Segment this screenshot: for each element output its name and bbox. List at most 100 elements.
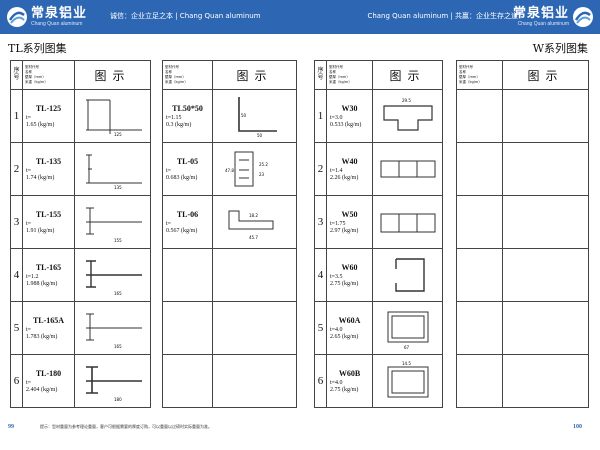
col-header-picture: 图示 — [502, 60, 589, 90]
profile-drawing: 180 — [74, 354, 151, 408]
row-number: 1 — [10, 89, 23, 143]
row-number: 1 — [314, 89, 327, 143]
svg-text:29.5: 29.5 — [402, 98, 411, 103]
table-header-row: 型材代号名称壁厚（mm）米重（kg/m） 图示 — [456, 60, 589, 90]
table-header-row: 型材代号名称壁厚（mm）米重（kg/m） 图示 — [162, 60, 297, 90]
svg-text:180: 180 — [114, 397, 122, 402]
col-header-no: 序号 — [10, 60, 23, 90]
brand-logo-icon — [573, 7, 593, 27]
col-header-info: 型材代号名称壁厚（mm）米重（kg/m） — [456, 60, 503, 90]
profile-code: TL-06 — [176, 209, 199, 219]
svg-text:23: 23 — [259, 172, 265, 177]
table-row-empty — [162, 248, 297, 302]
profile-drawing — [372, 195, 443, 249]
brand-name-cn: 常泉铝业 — [512, 5, 569, 21]
brand-name-en: Chang Quan aluminum — [31, 20, 83, 27]
profile-code: W60A — [338, 315, 361, 325]
row-number: 2 — [10, 142, 23, 196]
profile-drawing: 165 — [74, 301, 151, 355]
table-row-empty — [456, 248, 589, 302]
footer-note: 提示：型材重量为参考理论重量，客户可根据需要的厚度订购，可以重量以过磅时实际重量… — [40, 424, 212, 429]
svg-text:125: 125 — [114, 132, 122, 137]
svg-text:18.2: 18.2 — [249, 213, 258, 218]
page-number-left: 99 — [8, 424, 14, 430]
svg-text:14.5: 14.5 — [402, 361, 411, 366]
profile-code: W60B — [338, 368, 361, 378]
table-header-row: 序号 型材代号名称壁厚（mm）米重（kg/m） 图示 — [314, 60, 443, 90]
profile-code: TL-165A — [32, 315, 65, 325]
section-title-w: W系列图集 — [532, 42, 588, 55]
svg-text:45.7: 45.7 — [249, 235, 258, 240]
col-header-no: 序号 — [314, 60, 327, 90]
table-header-row: 序号 型材代号名称壁厚（mm）米重（kg/m） 图示 — [10, 60, 151, 90]
row-number: 3 — [10, 195, 23, 249]
svg-text:67: 67 — [404, 345, 410, 350]
row-number: 4 — [10, 248, 23, 302]
row-number: 2 — [314, 142, 327, 196]
table-row-empty — [162, 354, 297, 408]
slogan-left: 诚信：企业立足之本 | Chang Quan aluminum — [110, 12, 261, 20]
brand-name-en: Chang Quan aluminum — [517, 20, 569, 27]
profile-drawing: 14.5 — [372, 354, 443, 408]
profile-drawing — [372, 248, 443, 302]
profile-drawing: 135 — [74, 142, 151, 196]
svg-text:50: 50 — [241, 113, 247, 118]
profile-table-w-2: 型材代号名称壁厚（mm）米重（kg/m） 图示 — [456, 60, 589, 408]
col-header-info: 型材代号名称壁厚（mm）米重（kg/m） — [22, 60, 75, 90]
profile-code: W60 — [341, 262, 358, 272]
row-number: 6 — [314, 354, 327, 408]
profile-code: TL-125 — [35, 103, 62, 113]
profile-code: W40 — [341, 156, 358, 166]
col-header-picture: 图示 — [212, 60, 297, 90]
table-row-empty — [456, 195, 589, 249]
profile-drawing: 165 — [74, 248, 151, 302]
profile-code: TL-135 — [35, 156, 62, 166]
row-number: 6 — [10, 354, 23, 408]
profile-drawing: 18.2 45.7 — [212, 195, 297, 249]
profile-drawing: 67 — [372, 301, 443, 355]
row-number: 4 — [314, 248, 327, 302]
svg-text:155: 155 — [114, 238, 122, 243]
row-number: 5 — [10, 301, 23, 355]
row-number: 3 — [314, 195, 327, 249]
table-row-empty — [456, 301, 589, 355]
svg-text:25.2: 25.2 — [259, 162, 268, 167]
profile-drawing: 125 — [74, 89, 151, 143]
profile-drawing — [372, 142, 443, 196]
profile-drawing: 50 50 — [212, 89, 297, 143]
svg-text:50: 50 — [257, 133, 263, 138]
brand-logo-icon — [7, 7, 27, 27]
profile-drawing: 155 — [74, 195, 151, 249]
